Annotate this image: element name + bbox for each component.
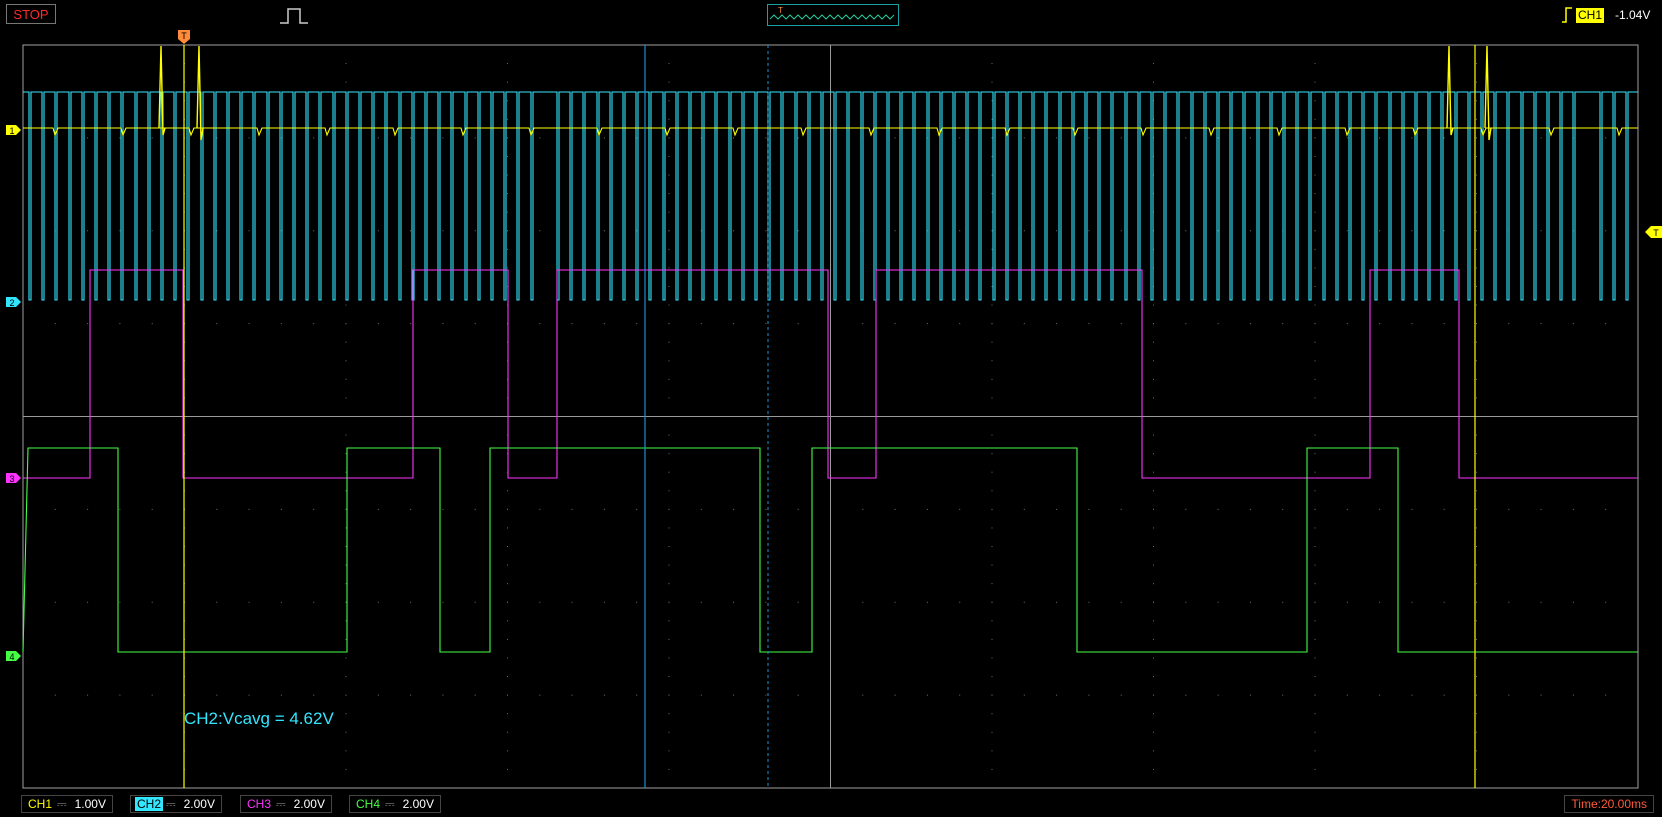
ch2-scale-box[interactable]: CH2⎓ 2.00V <box>130 795 222 813</box>
waveform-display[interactable]: T T 1 2 3 4 CH2:Vcavg = 4.62V <box>0 30 1662 792</box>
ch4-scale-box[interactable]: CH4 ⎓ 2.00V <box>349 795 441 813</box>
trigger-position-marker[interactable]: T <box>178 30 190 44</box>
ch4-trace <box>22 447 1638 653</box>
ch4-ground-marker[interactable]: 4 <box>6 651 21 662</box>
ch4-label: CH4 <box>356 797 381 811</box>
top-toolbar: STOP T CH1 -1.04V <box>0 0 1662 30</box>
ch3-scale: 2.00V <box>293 797 325 811</box>
waveform-overview-icon: T <box>769 6 895 20</box>
ch1-trace <box>23 45 1638 141</box>
svg-text:4: 4 <box>9 652 14 662</box>
trigger-level: -1.04V <box>1615 8 1651 22</box>
measurement-readout: CH2:Vcavg = 4.62V <box>184 709 334 728</box>
trigger-channel: CH1 <box>1576 8 1605 23</box>
timebase-readout[interactable]: Time:20.00ms <box>1564 795 1654 813</box>
dc-coupling-icon: ⎓ <box>166 797 176 811</box>
ch2-scale: 2.00V <box>183 797 215 811</box>
ch1-scale: 1.00V <box>74 797 106 811</box>
ch1-scale-box[interactable]: CH1 ⎓ 1.00V <box>21 795 113 813</box>
ch2-label: CH2 <box>135 797 164 811</box>
ch3-ground-marker[interactable]: 3 <box>6 473 21 484</box>
ch3-label: CH3 <box>247 797 272 811</box>
trigger-readout[interactable]: CH1 -1.04V <box>1560 4 1660 26</box>
ch4-scale: 2.00V <box>402 797 434 811</box>
ch2-trace <box>23 91 1638 301</box>
trigger-marker-label: T <box>181 31 187 41</box>
status-bar: CH1⎓1.00V CH2⎓2.00V CH3⎓2.00V CH4⎓2.00V … <box>0 792 1662 817</box>
ch3-trace <box>23 269 1638 479</box>
trigger-position-label: T <box>778 6 783 15</box>
trigger-level-marker[interactable]: T <box>1645 226 1662 238</box>
svg-text:3: 3 <box>9 474 14 484</box>
pulse-trigger-icon[interactable] <box>278 4 310 26</box>
dc-coupling-icon: ⎓ <box>385 797 395 811</box>
rising-edge-icon <box>1562 7 1572 23</box>
ch3-scale-box[interactable]: CH3 ⎓ 2.00V <box>240 795 332 813</box>
svg-text:1: 1 <box>9 126 14 136</box>
ch2-ground-marker[interactable]: 2 <box>6 297 21 308</box>
svg-text:2: 2 <box>9 298 14 308</box>
dc-coupling-icon: ⎓ <box>276 797 286 811</box>
ch1-ground-marker[interactable]: 1 <box>6 125 21 136</box>
dc-coupling-icon: ⎓ <box>57 797 67 811</box>
horizontal-position-navigator[interactable]: T <box>767 4 899 26</box>
ch1-label: CH1 <box>28 797 53 811</box>
trigger-level-marker-label: T <box>1653 228 1659 238</box>
run-stop-button[interactable]: STOP <box>6 4 56 24</box>
